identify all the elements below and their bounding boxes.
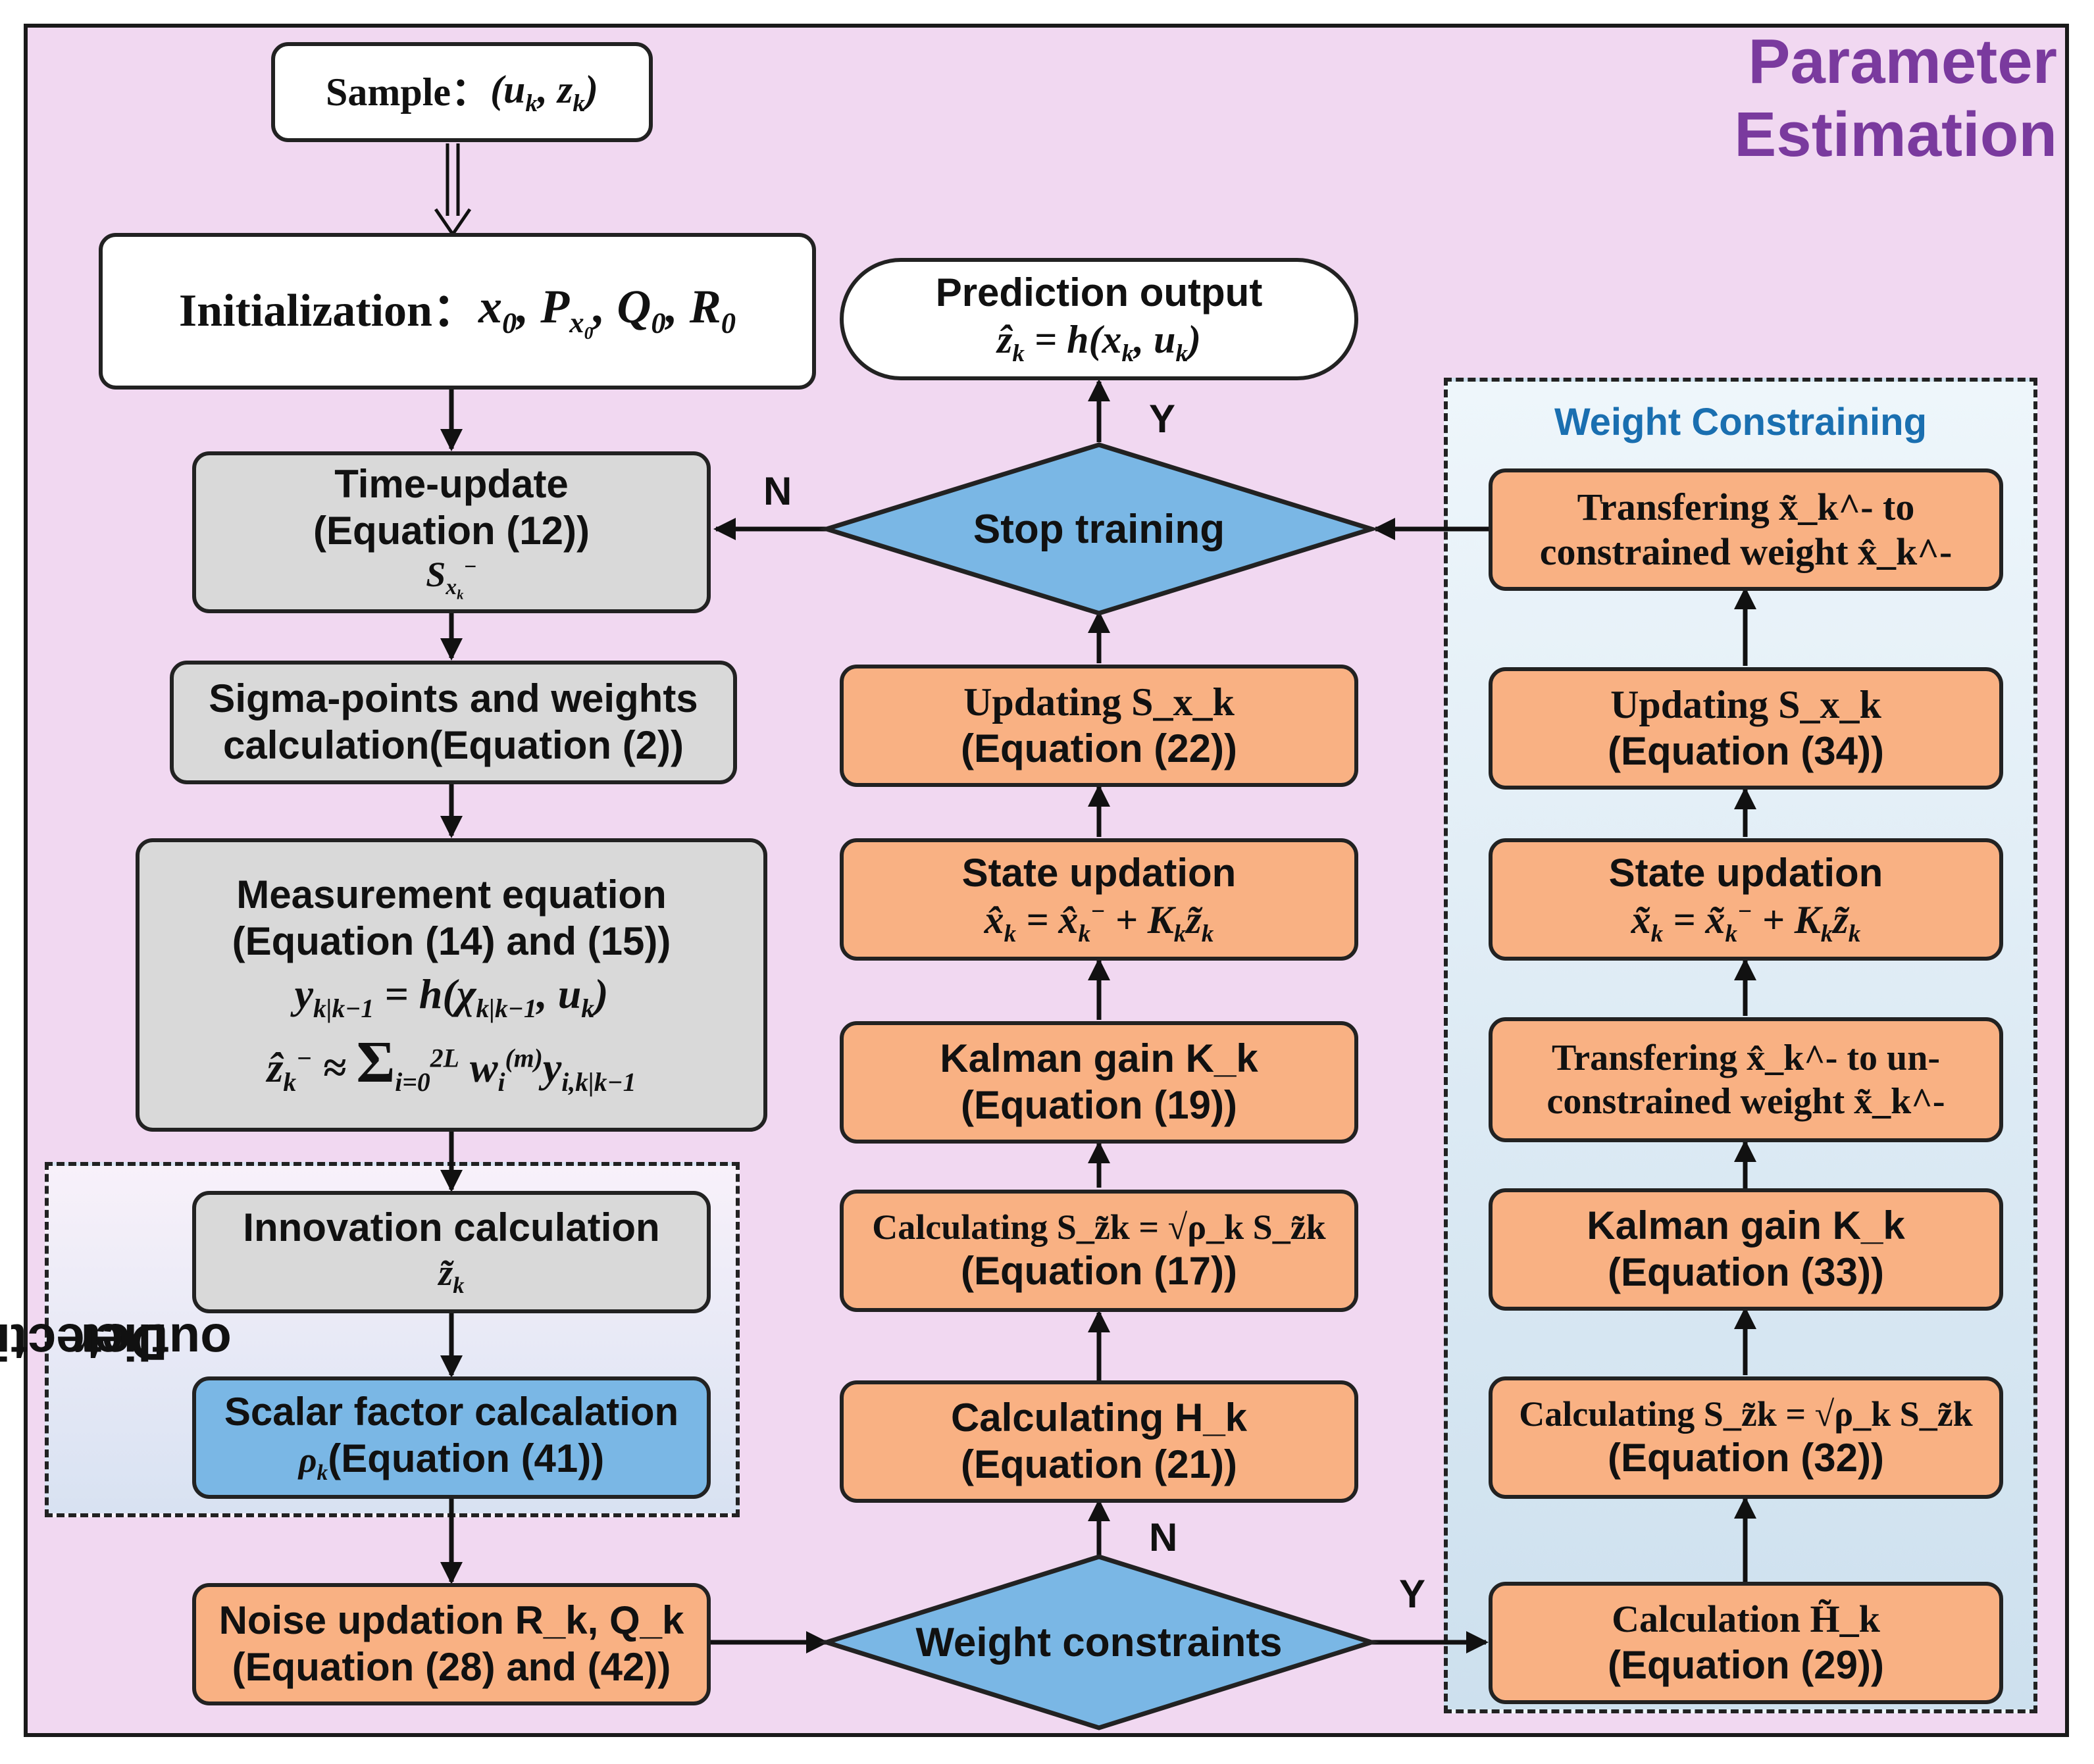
r-state-title: State updation [1608,851,1883,895]
right-updating-s-node: Updating S_x_k (Equation (34)) [1489,667,2003,790]
scalar-factor-node: Scalar factor calcalation ρk(Equation (4… [192,1376,711,1499]
prediction-node: Prediction output ẑk = h(xk, uk) [840,258,1358,380]
sample-node: Sample： (uk, zk) [271,42,653,142]
measurement-node: Measurement equation (Equation (14) and … [136,838,767,1132]
noise-line-1: Noise updation R_k, Q_k [218,1598,684,1643]
time-update-math: Sxk− [426,555,477,603]
title-line-1: Parameter [1748,26,2057,97]
init-label: Initialization： [178,285,478,336]
right-calc-s-node: Calculating S_z̃k = √ρ_k S_z̃k (Equation… [1489,1376,2003,1499]
r-state-math: x̃k = x̃k− + Kkz̃k [1631,897,1861,947]
right-calc-h-node: Calculation H̃_k (Equation (29)) [1489,1582,2003,1704]
transfer-unconstrained-node: Transfering x̂_k^- to un- constrained we… [1489,1017,2003,1142]
sample-math: (uk, zk) [490,67,598,117]
mid-calcs-line-1: Calculating S_z̃k = √ρ_k S_z̃k [872,1207,1326,1247]
wc-no-label: N [1149,1515,1178,1559]
mid-state-update-node: State updation x̂k = x̂k− + Kkz̃k [840,838,1358,961]
double-arrow-head [434,208,472,238]
stop-no-label: N [763,469,792,513]
scalar-rho: ρk [298,1440,328,1486]
r-kalman-line-2: (Equation (33)) [1608,1250,1884,1294]
r-calch-line-1: Calculation H̃_k [1612,1598,1880,1641]
meas-line-1: Measurement equation [236,872,667,917]
r-calcs-line-2: (Equation (32)) [1608,1436,1884,1480]
mid-calcs-line-2: (Equation (17)) [961,1249,1237,1294]
r-calch-line-2: (Equation (29)) [1608,1642,1884,1687]
tc-line-1: Transfering x̃_k^- to [1577,485,1915,528]
meas-line-2: (Equation (14) and (15)) [232,919,671,963]
scalar-line-2: (Equation (41)) [328,1436,605,1481]
innovation-node: Innovation calculation z̃k [192,1191,711,1313]
init-math: x0, Px0, Q0, R0 [478,280,736,343]
meas-math-1: yk|k−1 = h(χk|k−1, uk) [294,970,609,1023]
sigma-line-2: calculation(Equation (2)) [222,723,684,767]
mid-kalman-line-1: Kalman gain K_k [940,1036,1258,1081]
r-calcs-line-1: Calculating S_z̃k = √ρ_k S_z̃k [1519,1394,1973,1434]
weight-constraining-title: Weight Constraining [1554,401,1927,443]
right-state-update-node: State updation x̃k = x̃k− + Kkz̃k [1489,838,2003,961]
sample-label: Sample： [326,70,491,114]
mid-calch-line-2: (Equation (21)) [961,1442,1237,1486]
r-upd-line-2: (Equation (34)) [1608,729,1884,773]
title-line-2: Estimation [1734,99,2057,170]
r-kalman-line-1: Kalman gain K_k [1587,1203,1905,1248]
mid-upd-line-2: (Equation (22)) [961,726,1237,770]
time-update-eq: (Equation (12)) [313,508,590,553]
mid-upd-line-1: Updating S_x_k [963,680,1235,724]
meas-math-2: ẑk− ≈ Σi=02L wi(m)yi,k|k−1 [267,1030,636,1097]
mid-state-math: x̂k = x̂k− + Kkz̃k [984,897,1214,947]
weight-constraints-diamond [819,1554,1379,1730]
sigma-points-node: Sigma-points and weights calculation(Equ… [170,661,737,784]
r-upd-line-1: Updating S_x_k [1610,683,1881,727]
weight-constraints-label: Weight constraints [915,1619,1283,1665]
scalar-line-1: Scalar factor calcalation [224,1390,679,1434]
mid-calch-line-1: Calculating H_k [950,1396,1248,1440]
transfer-constrained-node: Transfering x̃_k^- to constrained weight… [1489,468,2003,591]
scalar-line-2-wrap: ρk(Equation (41)) [299,1436,605,1486]
mid-state-title: State updation [961,851,1237,895]
innovation-title: Innovation calculation [243,1205,660,1250]
mid-kalman-line-2: (Equation (19)) [961,1083,1237,1127]
right-kalman-node: Kalman gain K_k (Equation (33)) [1489,1188,2003,1311]
tc-line-2: constrained weight x̂_k^- [1539,530,1953,573]
noise-update-node: Noise updation R_k, Q_k (Equation (28) a… [192,1583,711,1705]
tu-line-1: Transfering x̂_k^- to un- [1552,1037,1940,1078]
page-title: Parameter Estimation [1734,25,2057,172]
mid-updating-s-node: Updating S_x_k (Equation (22)) [840,665,1358,787]
prediction-title: Prediction output [935,270,1263,315]
stop-training-label: Stop training [973,506,1225,552]
prediction-math: ẑk = h(xk, uk) [996,317,1202,367]
time-update-title: Time-update [334,461,569,506]
stop-training-diamond [819,442,1379,616]
mid-calc-s-node: Calculating S_z̃k = √ρ_k S_z̃k (Equation… [840,1190,1358,1312]
noise-line-2: (Equation (28) and (42)) [232,1645,671,1689]
time-update-node: Time-update (Equation (12)) Sxk− [192,451,711,613]
sigma-line-1: Sigma-points and weights [209,676,698,721]
mid-calc-h-node: Calculating H_k (Equation (21)) [840,1380,1358,1503]
tu-line-2: constrained weight x̃_k^- [1546,1081,1945,1122]
innovation-math: z̃k [438,1252,465,1299]
wc-yes-label: Y [1399,1572,1426,1616]
mid-kalman-node: Kalman gain K_k (Equation (19)) [840,1021,1358,1144]
stop-yes-label: Y [1149,397,1176,441]
initialization-node: Initialization： x0, Px0, Q0, R0 [99,233,816,390]
